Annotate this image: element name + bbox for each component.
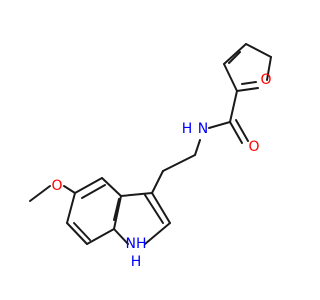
methoxy-oxygen-label: O <box>51 178 62 194</box>
indole-nh-label: NH <box>126 236 147 252</box>
amide-nitrogen-label: N <box>198 121 208 137</box>
bond-indole-c3-c3a <box>120 192 153 197</box>
bond-furan-c2-c3 <box>245 43 272 58</box>
bond-furan-c5-o <box>236 87 259 92</box>
bond-benzene-c7-c7a <box>86 228 115 245</box>
amide-hydrogen-label: H <box>182 121 193 137</box>
bond-ch2-2-indole-c3 <box>151 170 164 194</box>
bond-carbonyl-nitrogen <box>208 121 231 129</box>
bond-benzene-c5-c6 <box>66 192 76 224</box>
carbonyl-oxygen-label: O <box>248 139 259 155</box>
bond-c5-carbonyl <box>229 90 238 123</box>
furan-oxygen-label: O <box>260 72 271 88</box>
indole-h-label: H <box>131 254 142 270</box>
bond-c5-methoxy-oxygen <box>63 185 76 194</box>
bond-indole-c3a-c7a <box>113 195 122 230</box>
bond-benzene-c6-c7 <box>66 222 88 245</box>
bond-benzene-double-b <box>73 222 91 241</box>
bond-nitrogen-ch2-1 <box>194 139 201 156</box>
bond-methoxy-oxygen-methyl <box>29 185 51 202</box>
bond-carbonyl-oxygen-b <box>235 119 249 142</box>
bond-indole-c2-n1 <box>144 222 171 245</box>
bond-furan-c4-c5 <box>223 63 238 92</box>
bond-ch2-1-ch2-2 <box>162 154 196 172</box>
bond-indole-c3-double <box>144 194 164 224</box>
bond-furan-double-b <box>241 81 257 85</box>
bond-indole-n1-c7a <box>113 228 129 245</box>
bond-benzene-double-c <box>113 198 120 221</box>
bond-furan-c3-c4 <box>223 43 247 65</box>
bond-benzene-c4-c5 <box>74 177 103 194</box>
bond-benzene-double-a <box>81 184 106 199</box>
bond-furan-o-c2 <box>266 56 272 81</box>
molecule-structure: O O N H O NH H <box>29 43 272 270</box>
bond-carbonyl-oxygen-a <box>229 121 243 144</box>
bond-furan-double-a <box>228 51 241 64</box>
bond-benzene-c3a-c4 <box>101 177 122 197</box>
bond-indole-c3-c2 <box>151 192 171 224</box>
